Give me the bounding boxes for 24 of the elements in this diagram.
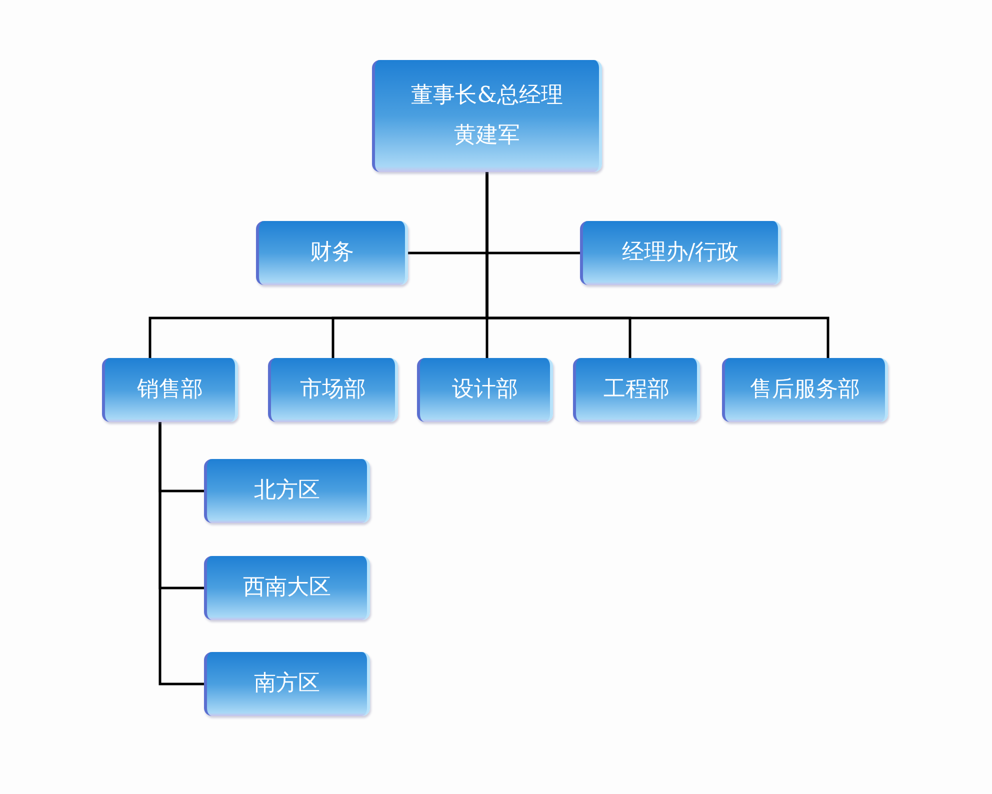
- box-label: 市场部: [300, 376, 366, 404]
- department-box: [268, 358, 398, 422]
- department-box: [417, 358, 553, 422]
- department-box: [256, 221, 408, 285]
- box-label: 工程部: [604, 376, 670, 404]
- department-box: [580, 221, 781, 285]
- box-label: 售后服务部: [750, 376, 860, 404]
- connector-line: [158, 422, 204, 686]
- box-label: 西南大区: [243, 574, 331, 602]
- box-label: 董事长&总经理: [411, 82, 563, 110]
- box-label: 经理办/行政: [622, 239, 740, 267]
- department-box: [204, 459, 370, 523]
- box-label: 设计部: [452, 376, 518, 404]
- department-box: [204, 652, 370, 716]
- name-label: 黄建军: [454, 122, 520, 150]
- department-box: [102, 358, 238, 422]
- department-box: [204, 556, 370, 620]
- title-box: [372, 60, 602, 172]
- box-label: 南方区: [254, 670, 320, 698]
- box-label: 财务: [310, 239, 354, 267]
- department-box: [573, 358, 700, 422]
- box-label: 北方区: [254, 477, 320, 505]
- department-box: [722, 358, 888, 422]
- box-label: 销售部: [137, 376, 203, 404]
